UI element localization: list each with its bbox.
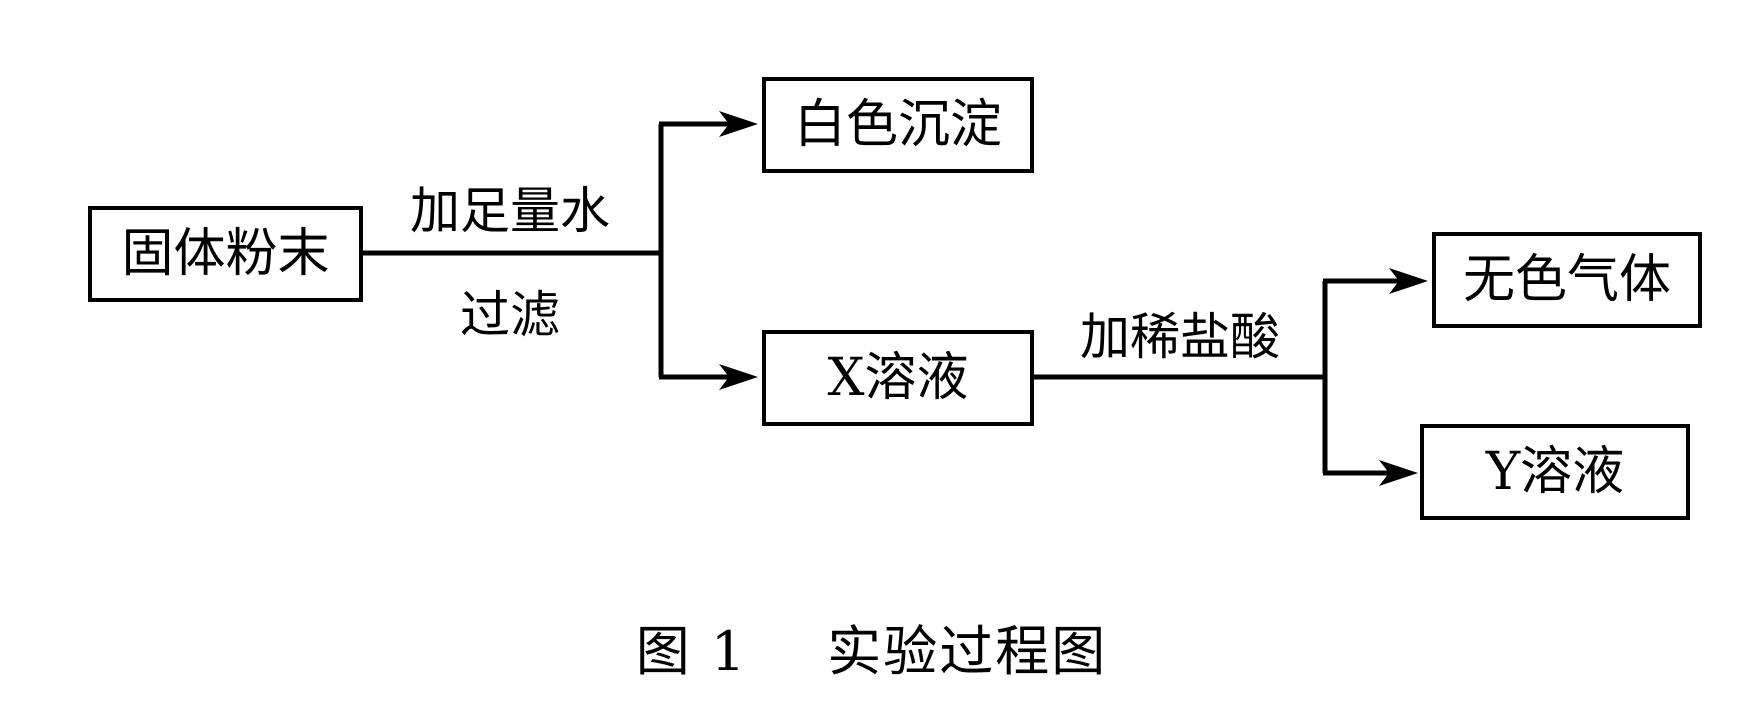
arrowhead-y-solution — [1379, 460, 1418, 486]
node-white-precipitate: 白色沉淀 — [762, 77, 1034, 173]
node-solid-powder: 固体粉末 — [88, 206, 363, 302]
node-x-solution: X溶液 — [762, 330, 1034, 426]
node-solid-powder-label: 固体粉末 — [121, 224, 330, 284]
edge-label-add-dilute-hcl: 加稀盐酸 — [1080, 308, 1280, 366]
node-x-solution-label: X溶液 — [827, 348, 969, 408]
edge-label-filter: 过滤 — [460, 286, 560, 344]
figure-title: 实验过程图 — [827, 620, 1108, 683]
figure-number: 图 1 — [635, 620, 748, 683]
arrowhead-x-solution — [719, 364, 758, 390]
node-y-solution: Y溶液 — [1420, 424, 1690, 520]
arrowhead-colorless-gas — [1389, 268, 1428, 294]
node-white-precipitate-label: 白色沉淀 — [793, 95, 1002, 155]
node-colorless-gas: 无色气体 — [1432, 232, 1702, 328]
node-colorless-gas-label: 无色气体 — [1462, 250, 1671, 310]
node-y-solution-label: Y溶液 — [1485, 442, 1625, 502]
arrowhead-white-precipitate — [719, 111, 758, 137]
edge-label-add-water: 加足量水 — [410, 182, 610, 240]
